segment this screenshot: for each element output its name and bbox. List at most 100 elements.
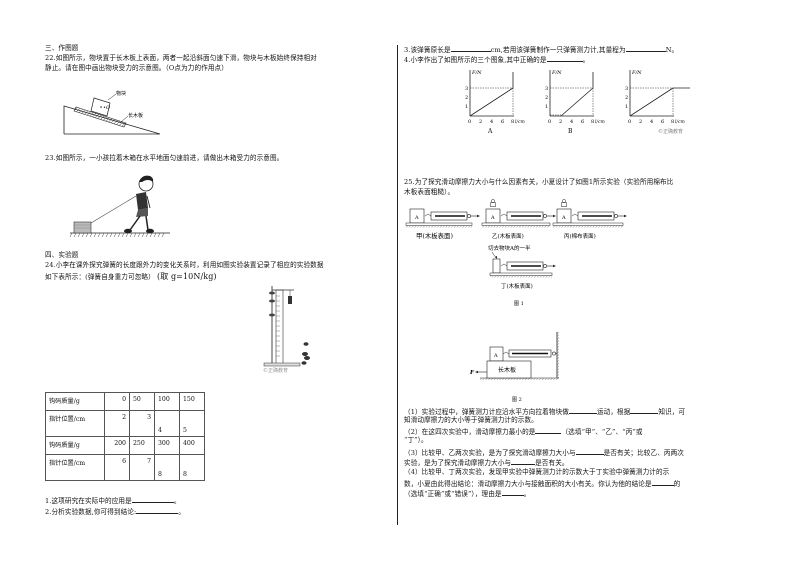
answer-blank[interactable] xyxy=(131,495,174,503)
svg-text:2: 2 xyxy=(625,95,628,101)
fig1-title: 图 1 xyxy=(514,301,524,307)
table-row-label: 指针位置/cm xyxy=(45,410,105,437)
table-cell: 250 xyxy=(129,436,155,455)
q25-p2-line2: “丁”）。 xyxy=(404,436,428,444)
answer-blank[interactable] xyxy=(136,506,179,514)
table-cell: 6 xyxy=(104,454,130,481)
board-label: 长木板 xyxy=(128,112,143,119)
svg-text:2: 2 xyxy=(465,95,468,101)
svg-text:0: 0 xyxy=(548,119,551,125)
table-cell: 200 xyxy=(104,436,130,455)
svg-text:3: 3 xyxy=(545,86,548,92)
svg-text:4: 4 xyxy=(490,119,493,125)
caption-bing: 丙(棉布表面) xyxy=(564,232,596,240)
block-label: 物块 xyxy=(116,90,126,97)
answer-blank[interactable] xyxy=(630,406,659,414)
q22-incline-figure: •O 物块 长木板 xyxy=(63,90,161,135)
answer-blank[interactable] xyxy=(575,447,604,455)
fig1-friction-setups: A 甲(木板表面) A 乙(木板表面) A 丙(棉布表面) 切去物块A的一半 丁… xyxy=(405,199,628,307)
fig2-title: 图 2 xyxy=(512,397,522,403)
q24-text-line1: 24.小李在课外探究弹簧的长度跟外力的变化关系时，利用如图实验装置记录了相应的实… xyxy=(45,261,324,269)
point-o-label: •O xyxy=(103,105,110,111)
svg-text:4: 4 xyxy=(570,119,573,125)
graph-c: F/N 3 2 1 0 2 4 6 8 l/cm ©正确教育 xyxy=(625,70,690,135)
graph-a-label: A xyxy=(487,128,493,135)
q22-text-line1: 22.如图所示，物块置于长木板上表面，两者一起沿斜面匀速下滑，物块与木板始终保持… xyxy=(45,54,317,62)
table-cell: 2 xyxy=(104,410,130,437)
q25-p1-line1: （1）实验过程中，弹簧测力计应沿水平方向拉着物块做运动，根据知识，可 xyxy=(404,406,686,416)
section3-heading: 三、作图题 xyxy=(45,44,79,52)
svg-text:A: A xyxy=(414,215,419,221)
caption-yi: 乙(木板表面) xyxy=(492,232,524,240)
svg-text:2: 2 xyxy=(479,119,482,125)
answer-blank[interactable] xyxy=(546,54,583,62)
svg-text:0: 0 xyxy=(468,119,471,125)
svg-text:6: 6 xyxy=(661,119,664,125)
force-label: F xyxy=(469,370,475,376)
table-cell: 300 xyxy=(154,436,180,455)
q24-sub2: 2.分析实验数据,你可得到结论:。 xyxy=(45,506,186,516)
q25-p3-line1: （3）比较甲、乙两次实验，是为了探究滑动摩擦力大小与是否有关；比较乙、丙两次 xyxy=(404,447,684,457)
q24-spring-apparatus-figure: ©正确教育 xyxy=(263,286,310,374)
caption-jia: 甲(木板表面) xyxy=(416,231,453,240)
table-cell: 100 xyxy=(154,392,180,411)
fig2-board-pull-setup: A 长木板 F 图 2 xyxy=(469,332,559,403)
q25-p4-line3: （选填“正确”或“错误”），理由是。 xyxy=(404,488,531,498)
q25-p2-line1: （2）在这四次实验中，滑动摩擦力最小的是（选填“甲”、“乙”、“丙”或 xyxy=(404,426,643,436)
table-cell: 8 xyxy=(154,454,180,481)
q24-text-line2: 如下表所示：(弹簧自身重力可忽略） (取 g=10N/kg) xyxy=(45,272,217,281)
table-cell: 50 xyxy=(129,392,155,411)
svg-text:4: 4 xyxy=(650,119,653,125)
svg-text:l/cm: l/cm xyxy=(515,119,525,125)
table-row-label: 指针位置/cm xyxy=(45,454,105,481)
table-cell: 7 xyxy=(129,454,155,481)
q23-text: 23.如图所示，一小孩拉着木箱在水平地面匀速前进，请做出木箱受力的示意图。 xyxy=(45,154,284,162)
graph-a: F/N 3 2 1 0 2 4 6 8 l/cm A xyxy=(465,70,525,135)
table-cell: 4 xyxy=(154,410,180,437)
graph-b: F/N 3 2 1 0 2 4 6 8 l/cm B xyxy=(545,70,605,135)
answer-blank[interactable] xyxy=(501,488,524,496)
q24-sub4: 4.小李作出了如图所示的三个图象,其中正确的是。 xyxy=(404,54,590,64)
svg-text:2: 2 xyxy=(559,119,562,125)
board-label: 长木板 xyxy=(498,366,516,374)
svg-text:6: 6 xyxy=(581,119,584,125)
svg-text:1: 1 xyxy=(545,104,548,110)
table-row: 钩码质量/g 200 250 300 400 xyxy=(45,436,205,455)
q25-text-line1: 25.为了探究滑动摩擦力大小与什么因素有关，小夏设计了如图1所示实验（实验所用棉… xyxy=(404,178,674,186)
svg-text:0: 0 xyxy=(628,119,631,125)
table-cell: 0 xyxy=(104,392,130,411)
answer-blank[interactable] xyxy=(625,44,666,52)
svg-text:l/cm: l/cm xyxy=(595,119,605,125)
q25-p4-line1: （4）比较甲、丁两次实验，发现甲实验中弹簧测力计的示数大于丁实验中弹簧测力计的示 xyxy=(404,468,670,476)
table-row: 指针位置/cm 2 3 4 5 xyxy=(45,410,205,437)
q25-p1-line2: 知滑动摩擦力的大小等于弹簧测力计的示数。 xyxy=(404,416,538,424)
q22-text-line2: 静止。请在图中画出物块受力的示意图。（O点为力的作用点） xyxy=(45,64,228,72)
answer-blank[interactable] xyxy=(535,426,562,434)
table-row-label: 钩码质量/g xyxy=(45,392,105,411)
graph-c-watermark: ©正确教育 xyxy=(658,128,683,135)
svg-text:3: 3 xyxy=(465,86,468,92)
table-cell: 3 xyxy=(129,410,155,437)
answer-blank[interactable] xyxy=(450,44,491,52)
svg-text:F/N: F/N xyxy=(551,70,562,76)
svg-text:1: 1 xyxy=(465,104,468,110)
svg-text:A: A xyxy=(490,215,495,221)
answer-blank[interactable] xyxy=(651,478,674,486)
svg-text:F/N: F/N xyxy=(471,70,482,76)
svg-text:3: 3 xyxy=(625,86,628,92)
table-cell: 150 xyxy=(179,392,205,411)
svg-text:A: A xyxy=(561,215,566,221)
q24-data-table: 钩码质量/g 0 50 100 150 指针位置/cm 2 3 4 5 钩码质量… xyxy=(45,392,205,481)
svg-text:2: 2 xyxy=(545,95,548,101)
q25-text-line2: 木板表面粗糙）。 xyxy=(404,188,455,196)
svg-text:l/cm: l/cm xyxy=(675,119,685,125)
svg-text:A: A xyxy=(493,353,498,359)
table-row: 钩码质量/g 0 50 100 150 xyxy=(45,392,205,411)
answer-blank[interactable] xyxy=(568,406,597,414)
column-divider xyxy=(397,45,398,525)
answer-blank[interactable] xyxy=(511,457,536,465)
cut-half-note: 切去物块A的一半 xyxy=(488,244,531,252)
svg-text:8: 8 xyxy=(511,119,514,125)
table-cell: 400 xyxy=(179,436,205,455)
